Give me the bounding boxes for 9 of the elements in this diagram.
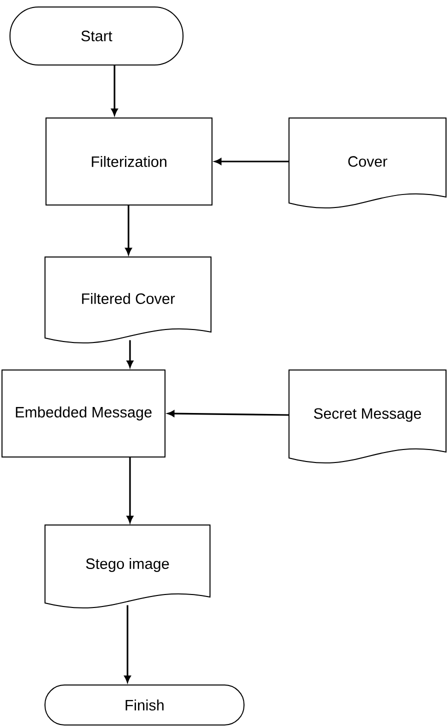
arrow (124, 605, 131, 682)
arrow (111, 66, 118, 116)
process-box: Filterization (46, 118, 212, 206)
arrow (125, 206, 132, 255)
arrow (126, 340, 134, 368)
arrow (126, 458, 134, 523)
arrow (214, 158, 289, 165)
arrow (168, 410, 289, 417)
process-box: Embedded Message (2, 370, 166, 458)
